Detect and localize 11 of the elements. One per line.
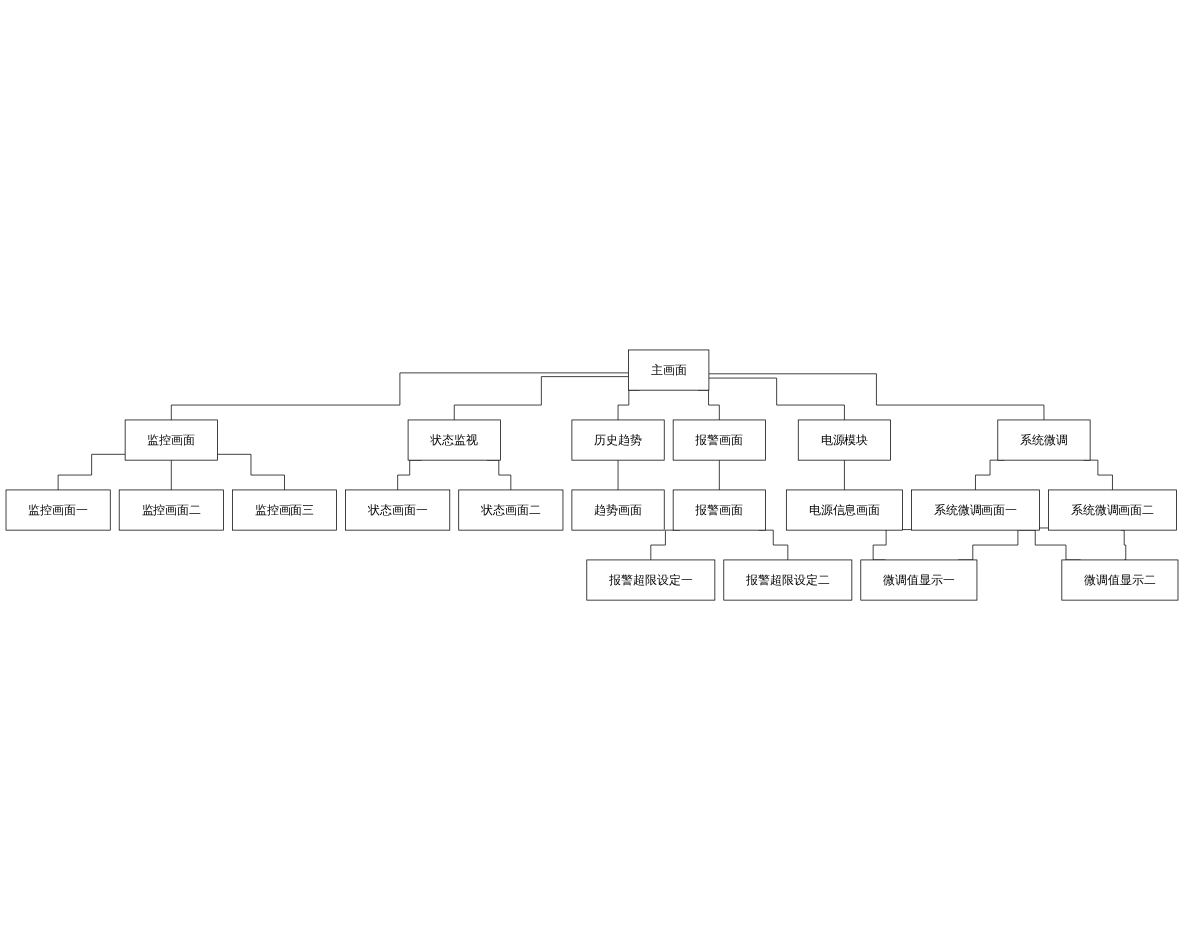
- connector: [1120, 529, 1127, 561]
- connector: [844, 459, 845, 491]
- connector: [617, 459, 619, 491]
- connector: [170, 459, 172, 491]
- connector: [57, 453, 126, 491]
- connector: [708, 377, 845, 421]
- connector: [718, 459, 720, 491]
- connector: [453, 376, 629, 421]
- connector: [170, 372, 629, 421]
- connector: [217, 453, 285, 491]
- connector: [708, 373, 1045, 421]
